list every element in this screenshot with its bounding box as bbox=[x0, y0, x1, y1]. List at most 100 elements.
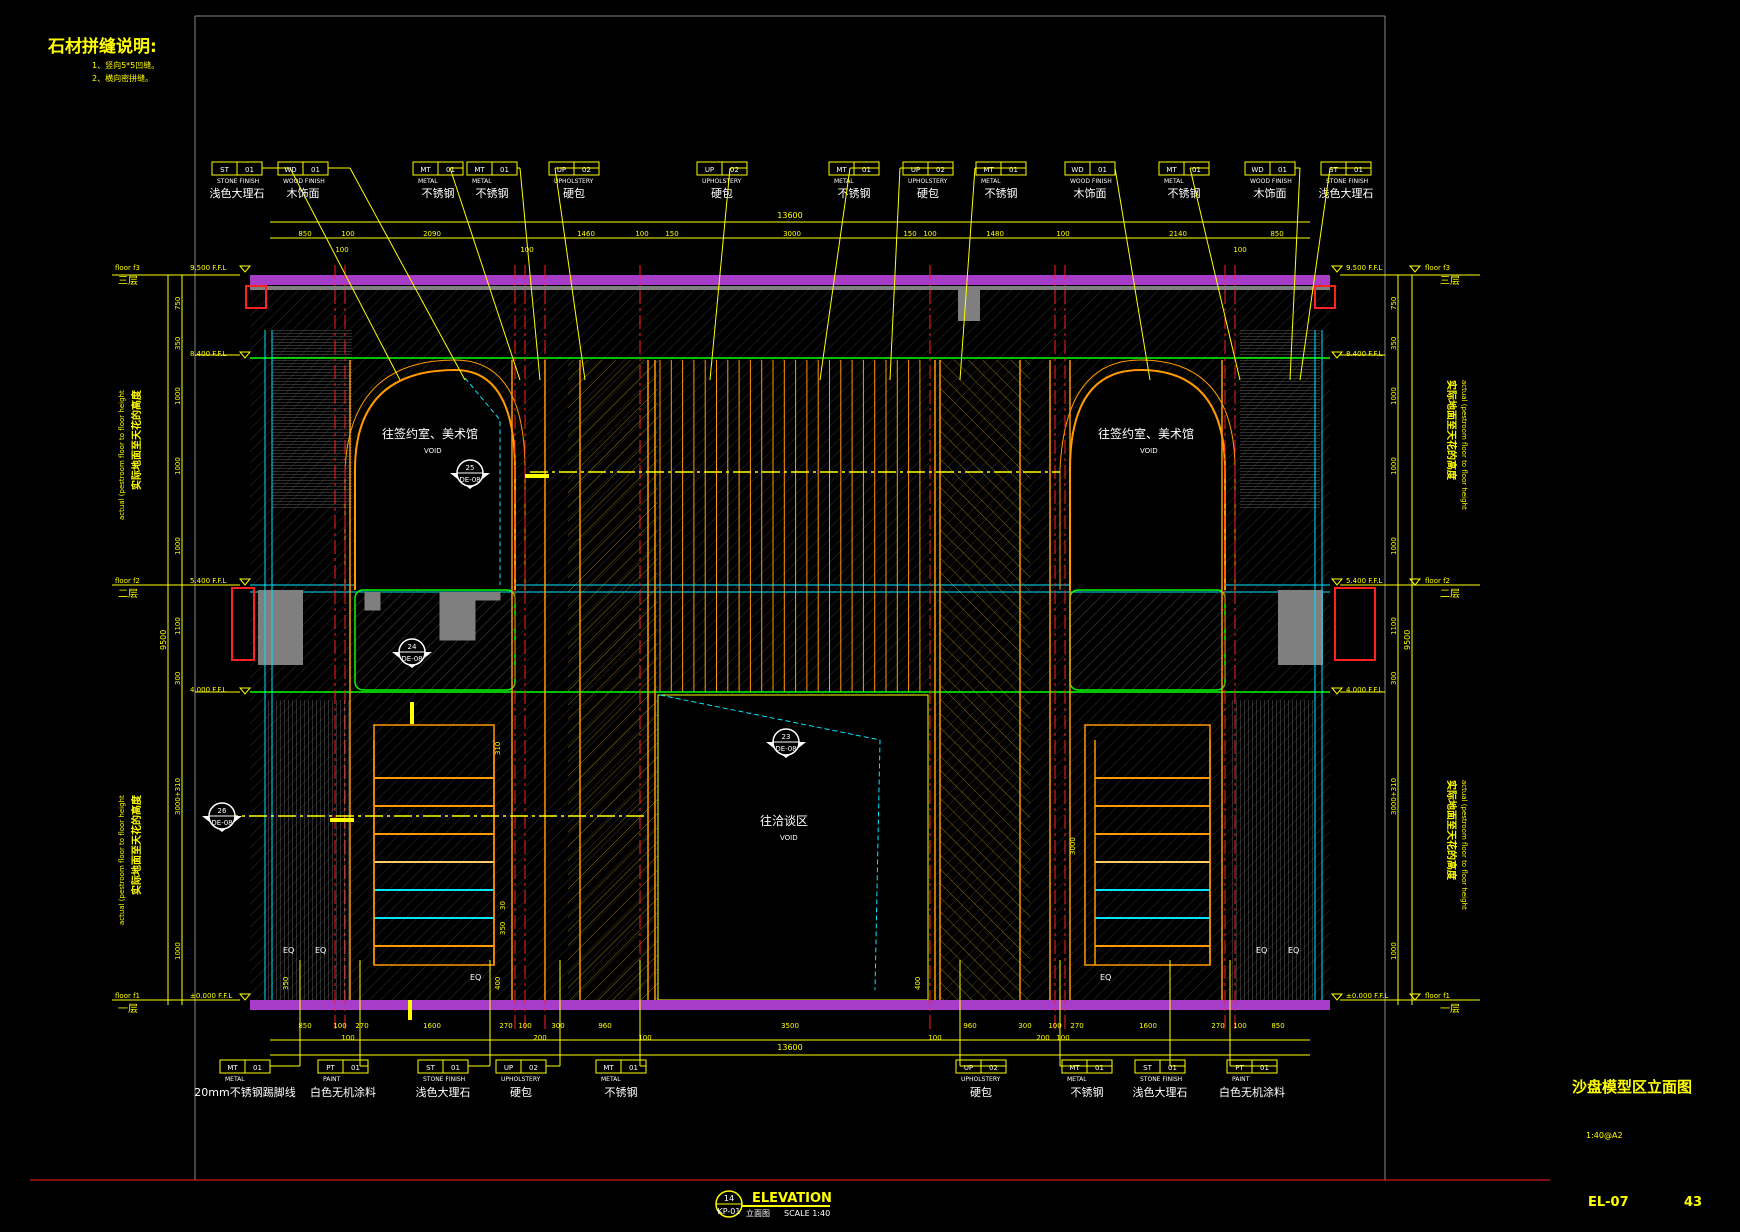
dim-small-top: 100 bbox=[1233, 246, 1246, 254]
inner-dim: 3000 bbox=[1069, 837, 1077, 855]
void-label-center: 往洽谈区 bbox=[760, 813, 808, 828]
elevation-ref: KP-01 bbox=[718, 1207, 741, 1216]
dim-segment-bottom: 960 bbox=[963, 1022, 976, 1030]
tag-type: UPHOLSTERY bbox=[908, 178, 948, 185]
tag-zh: 浅色大理石 bbox=[1133, 1085, 1188, 1099]
vdim-right: 3000+310 bbox=[1390, 778, 1398, 815]
tag-code: MT bbox=[836, 166, 847, 174]
ffl-value: 4.000 F.F.L bbox=[1346, 686, 1383, 694]
vdim-left: 300 bbox=[174, 672, 182, 685]
dim-segment-top: 3000 bbox=[783, 230, 801, 238]
tag-type: METAL bbox=[1067, 1076, 1087, 1083]
eq-label: EQ bbox=[315, 946, 326, 955]
notes-title: 石材拼缝说明: bbox=[47, 36, 157, 57]
inner-dim: 30 bbox=[499, 901, 507, 910]
void-word-left: VOID bbox=[424, 447, 442, 455]
tag-type: PAINT bbox=[1232, 1076, 1250, 1083]
void-label-right: 往签约室、美术馆 bbox=[1098, 426, 1194, 441]
tag-zh: 硬包 bbox=[917, 187, 939, 200]
tag-num: 01 bbox=[1009, 166, 1018, 174]
overall-height-left: 9500 bbox=[159, 630, 168, 650]
tag-type: STONE FINISH bbox=[217, 178, 259, 185]
ffl-value: 5.400 F.F.L bbox=[1346, 577, 1383, 585]
floor-zh: 一层 bbox=[1440, 1003, 1460, 1015]
dim-small-bottom: 100 bbox=[1056, 1034, 1069, 1042]
elevation-title: ELEVATION bbox=[752, 1191, 832, 1206]
floor-name: floor f1 bbox=[1425, 992, 1450, 1000]
dim-segment-bottom: 300 bbox=[551, 1022, 564, 1030]
tag-code: MT bbox=[603, 1064, 614, 1072]
height-label-zh-left-2: 实际地面至天花的高度 bbox=[130, 794, 143, 895]
floor-name: floor f1 bbox=[115, 992, 140, 1000]
tag-code: MT bbox=[474, 166, 485, 174]
dim-segment-bottom: 270 bbox=[1211, 1022, 1224, 1030]
callout-num: 25 bbox=[466, 464, 475, 472]
tag-code: MT bbox=[1069, 1064, 1080, 1072]
tag-zh: 不锈钢 bbox=[605, 1086, 638, 1099]
tag-zh: 不锈钢 bbox=[1168, 187, 1201, 200]
dim-small-top: 100 bbox=[335, 246, 348, 254]
tag-code: ST bbox=[220, 166, 229, 174]
ffl-value: 8.400 F.F.L bbox=[1346, 350, 1383, 358]
tag-code: ST bbox=[1143, 1064, 1152, 1072]
notes-item: 2、横向密拼缝。 bbox=[92, 73, 153, 83]
dim-segment-top: 2090 bbox=[423, 230, 441, 238]
tag-num: 02 bbox=[582, 166, 591, 174]
void-label-left: 往签约室、美术馆 bbox=[382, 426, 478, 441]
tag-zh: 白色无机涂料 bbox=[310, 1085, 376, 1099]
tag-zh: 硬包 bbox=[970, 1086, 992, 1099]
page-number: 43 bbox=[1684, 1195, 1702, 1210]
drawing-scale: 1:40@A2 bbox=[1586, 1131, 1623, 1140]
dim-segment-bottom: 3500 bbox=[781, 1022, 799, 1030]
tag-zh: 浅色大理石 bbox=[210, 186, 265, 200]
elevation-scale: SCALE 1:40 bbox=[784, 1209, 830, 1218]
vdim-right: 350 bbox=[1390, 337, 1398, 350]
tag-code: PT bbox=[1235, 1064, 1244, 1072]
ffl-value: 9.500 F.F.L bbox=[1346, 264, 1383, 272]
tag-type: UPHOLSTERY bbox=[702, 178, 742, 185]
overall-dim-bottom: 13600 bbox=[777, 1043, 802, 1052]
level-marker-left: 4.000 F.F.L bbox=[190, 686, 252, 695]
overall-dim-top: 13600 bbox=[777, 211, 802, 220]
dim-segment-top: 100 bbox=[341, 230, 354, 238]
tag-num: 01 bbox=[451, 1064, 460, 1072]
tag-zh: 不锈钢 bbox=[838, 187, 871, 200]
inner-dim: 350 bbox=[499, 922, 507, 935]
tag-type: METAL bbox=[418, 178, 438, 185]
tag-zh: 不锈钢 bbox=[985, 187, 1018, 200]
dim-segment-bottom: 100 bbox=[1233, 1022, 1246, 1030]
tag-type: METAL bbox=[981, 178, 1001, 185]
tag-type: WOOD FINISH bbox=[1250, 178, 1292, 185]
level-marker-right: 4.000 F.F.L bbox=[1330, 686, 1383, 695]
floor-name: floor f2 bbox=[1425, 577, 1450, 585]
tag-code: MT bbox=[1166, 166, 1177, 174]
column-lines bbox=[264, 265, 1323, 1030]
tag-code: PT bbox=[326, 1064, 335, 1072]
dim-segment-bottom: 850 bbox=[1271, 1022, 1284, 1030]
callout-num: 23 bbox=[782, 733, 791, 741]
tag-zh: 硬包 bbox=[711, 187, 733, 200]
tag-num: 01 bbox=[1192, 166, 1201, 174]
tag-num: 01 bbox=[1098, 166, 1107, 174]
tag-num: 01 bbox=[311, 166, 320, 174]
dim-small-bottom: 100 bbox=[928, 1034, 941, 1042]
floor-zh: 三层 bbox=[1440, 275, 1460, 287]
tag-zh: 不锈钢 bbox=[422, 187, 455, 200]
tag-num: 01 bbox=[1168, 1064, 1177, 1072]
tag-num: 01 bbox=[1278, 166, 1287, 174]
tag-num: 02 bbox=[529, 1064, 538, 1072]
callout-ref: DE-08 bbox=[459, 476, 480, 484]
tag-num: 01 bbox=[629, 1064, 638, 1072]
